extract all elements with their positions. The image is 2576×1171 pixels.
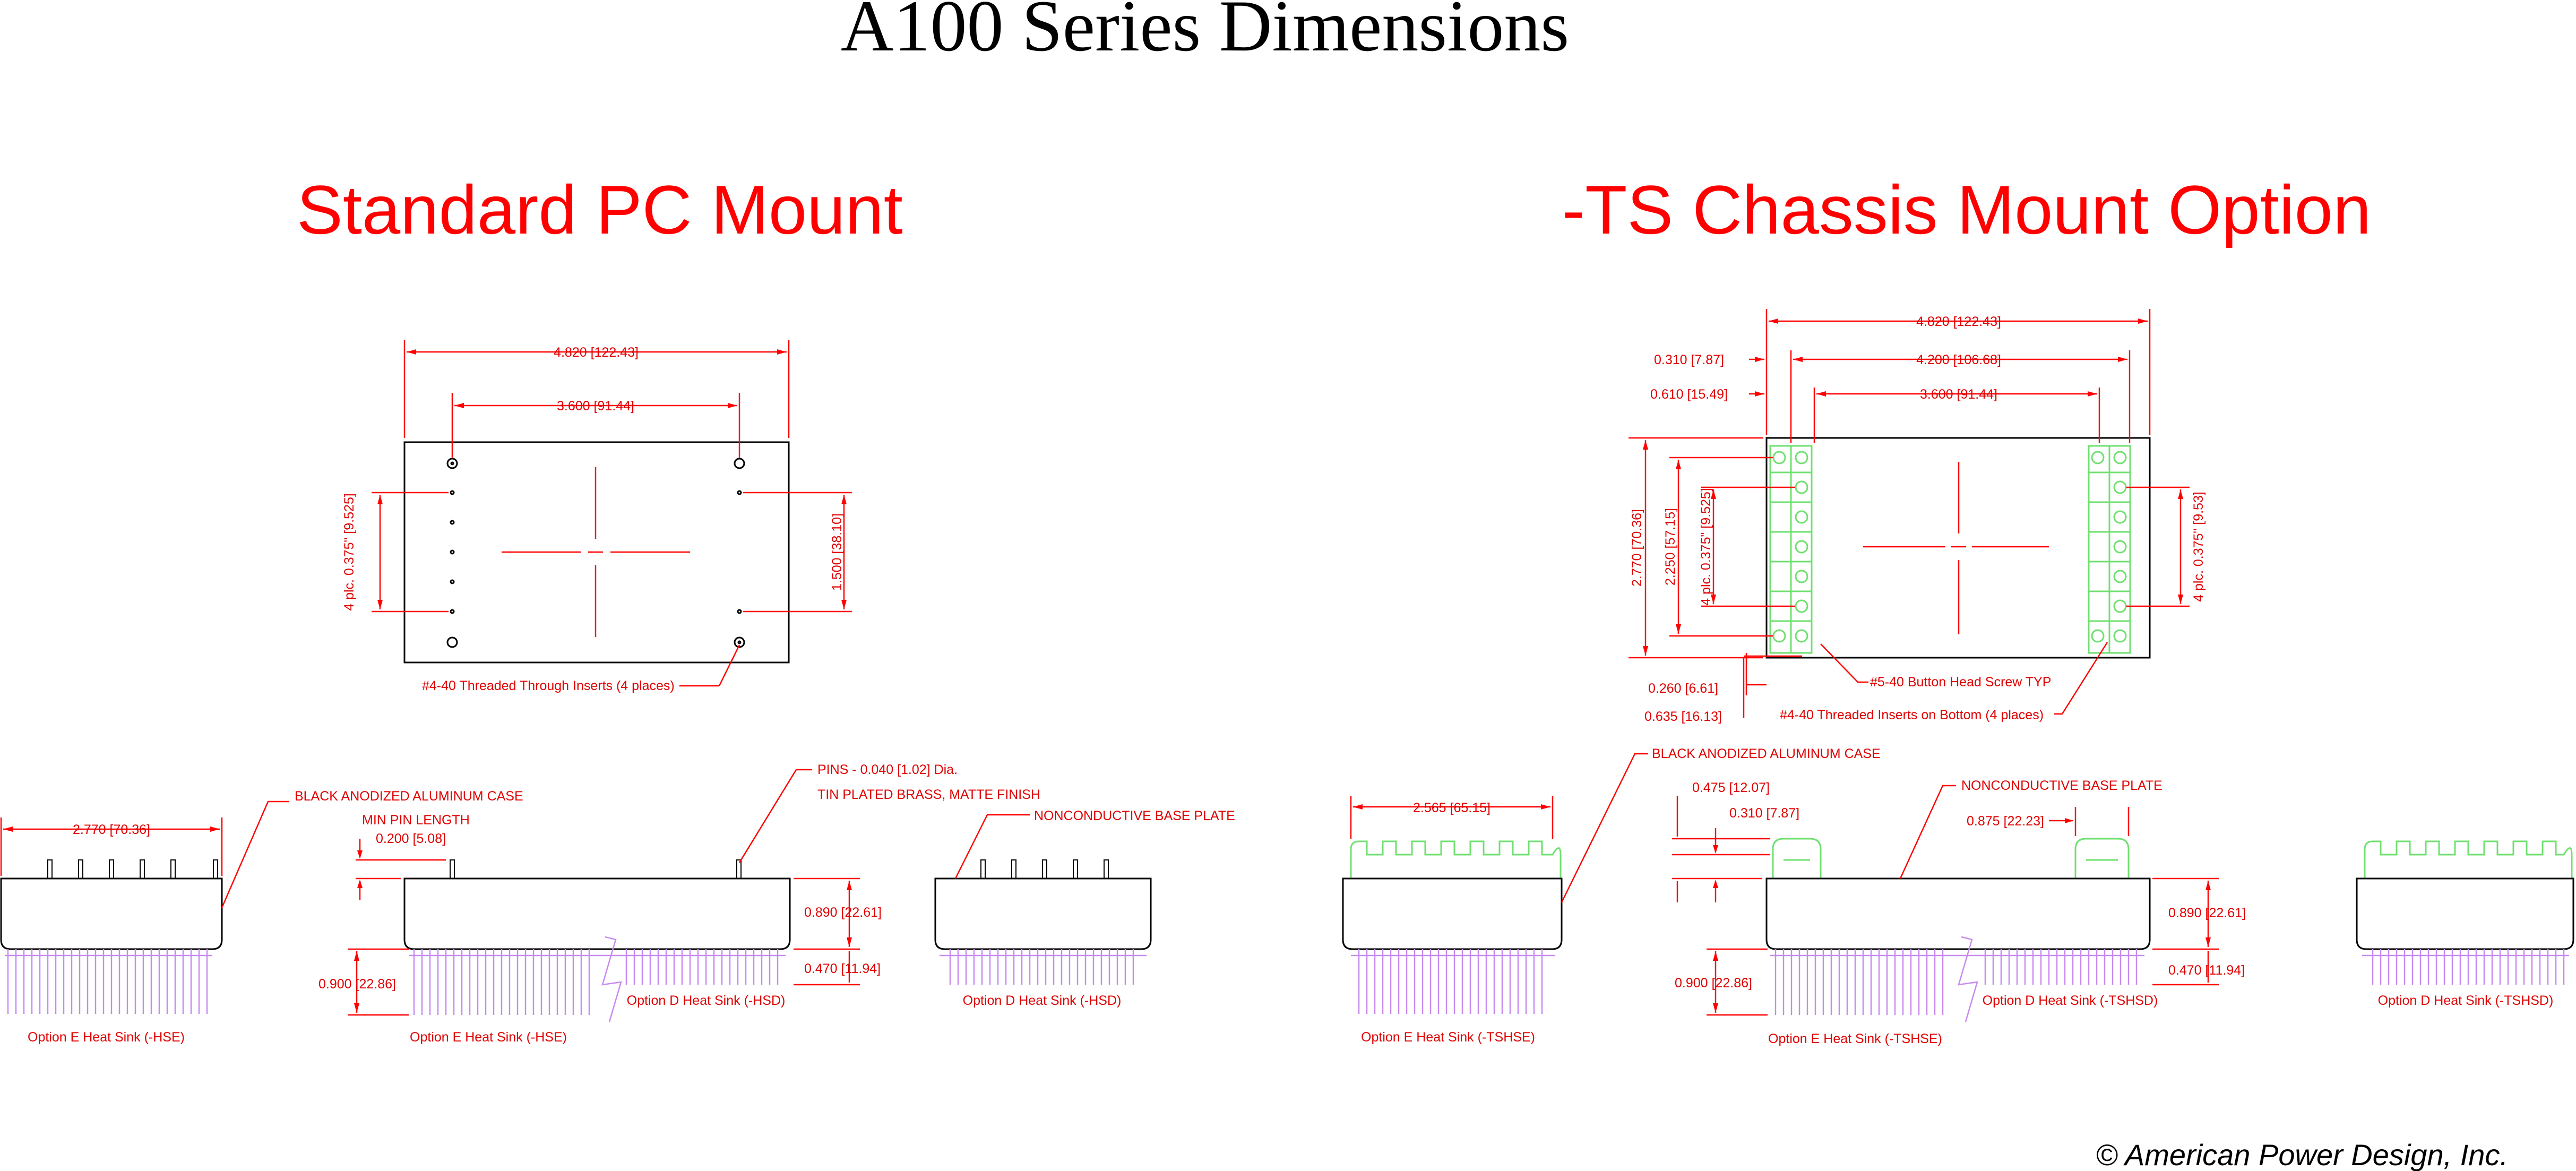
ts-terminal-strip-right (2088, 445, 2131, 654)
ts-top-width-overall: 4.820 [122.43] (1916, 314, 2001, 329)
ts-hse-label-a: Option E Heat Sink (-TSHSE) (1361, 1030, 1535, 1045)
ts-top-screw-note: #5-40 Button Head Screw TYP (1870, 675, 2051, 690)
section-title-standard: Standard PC Mount (297, 171, 903, 248)
ts-side-view: 0.475 [12.07] 0.310 [7.87] NONCONDUCTIVE… (1672, 778, 2246, 1046)
ts-terminal-strip-left (1769, 445, 1813, 654)
ts-end-view: 2.565 [65.15] BLACK ANODIZED ALUMINUM CA… (1342, 746, 1881, 1045)
ts-top-width-4200: 4.200 [106.68] (1916, 352, 2001, 367)
ts-top-inserts-note: #4-40 Threaded Inserts on Bottom (4 plac… (1780, 708, 2044, 722)
pc-top-hole (734, 458, 745, 469)
pc-top-view: 4.820 [122.43] 3.600 [91.44] 4 plc. 0.37… (342, 340, 852, 693)
ts-top-dim-0610: 0.610 [15.49] (1650, 387, 1728, 402)
ts-dim-0900: 0.900 [22.86] (1675, 976, 1752, 991)
pc-top-hole (446, 636, 458, 648)
pc-top-width-overall: 4.820 [122.43] (554, 345, 639, 360)
pc-top-inserts-note: #4-40 Threaded Through Inserts (4 places… (422, 678, 675, 693)
pc-min-pin-value: 0.200 [5.08] (376, 831, 446, 846)
section-title-chassis: -TS Chassis Mount Option (1562, 171, 2371, 248)
pc-top-outline (403, 441, 790, 664)
ts-end-width: 2.565 [65.15] (1413, 800, 1491, 815)
pc-pins-note: PINS - 0.040 [1.02] Dia. (817, 762, 958, 777)
ts-dim-0470: 0.470 [11.94] (2168, 963, 2245, 978)
pc-case-note: BLACK ANODIZED ALUMINUM CASE (295, 789, 523, 804)
ts-hsd-label-b: Option D Heat Sink (-TSHSD) (2378, 993, 2554, 1008)
ts-top-height-2250: 2.250 [57.15] (1663, 508, 1678, 586)
ts-top-pitch-right: 4 plc. 0.375" [9.53] (2191, 492, 2206, 602)
pc-base-note: NONCONDUCTIVE BASE PLATE (1034, 808, 1235, 823)
pc-top-hole (446, 458, 458, 469)
pc-hsd-label-b: Option D Heat Sink (-HSD) (963, 993, 1122, 1008)
pc-pins-finish: TIN PLATED BRASS, MATTE FINISH (817, 787, 1040, 802)
ts-hse-label-b: Option E Heat Sink (-TSHSE) (1768, 1031, 1942, 1046)
ts-dim-0875: 0.875 [22.23] (1967, 814, 2044, 829)
ts-base-note: NONCONDUCTIVE BASE PLATE (1961, 778, 2163, 793)
pc-top-hole (734, 636, 745, 648)
ts-case-note: BLACK ANODIZED ALUMINUM CASE (1652, 746, 1881, 761)
pc-top-pins (450, 490, 742, 614)
page-title: A100 Series Dimensions (841, 0, 1569, 66)
ts-dim-0310: 0.310 [7.87] (1729, 806, 1799, 821)
pc-hse-label-a: Option E Heat Sink (-HSE) (28, 1030, 185, 1045)
ts-top-dim-0635: 0.635 [16.13] (1644, 709, 1722, 724)
pc-end-width: 2.770 [70.36] (73, 822, 150, 837)
copyright: © American Power Design, Inc. (2096, 1138, 2508, 1171)
pc-dim-0470: 0.470 [11.94] (804, 961, 881, 976)
ts-top-height-2770: 2.770 [70.36] (1630, 509, 1644, 587)
pc-dim-0900: 0.900 [22.86] (318, 977, 396, 992)
ts-end-view-hsd: Option D Heat Sink (-TSHSD) (2356, 840, 2574, 1008)
ts-dim-0475: 0.475 [12.07] (1692, 780, 1770, 795)
pc-min-pin-label: MIN PIN LENGTH (362, 813, 470, 828)
ts-top-outline (1765, 437, 2151, 659)
ts-top-dim-0260: 0.260 [6.61] (1648, 681, 1718, 696)
pc-top-pitch-left: 4 plc. 0.375" [9.525] (342, 493, 357, 611)
pc-end-view-hsd: NONCONDUCTIVE BASE PLATE Option D Heat S… (934, 808, 1235, 1008)
ts-top-pitch-left: 4 plc. 0.375" [9.525] (1699, 488, 1713, 606)
ts-hsd-label-a: Option D Heat Sink (-TSHSD) (1983, 993, 2158, 1008)
pc-end-view: 2.770 [70.36] BLACK ANODIZED ALUMINUM CA… (0, 789, 523, 1045)
ts-top-dim-0310: 0.310 [7.87] (1654, 352, 1724, 367)
pc-hsd-label-a: Option D Heat Sink (-HSD) (627, 993, 786, 1008)
pc-side-view: MIN PIN LENGTH 0.200 [5.08] PINS - 0.040… (318, 762, 1040, 1045)
ts-top-view: 4.820 [122.43] 4.200 [106.68] 3.600 [91.… (1629, 309, 2206, 724)
pc-top-height-right: 1.500 [38.10] (830, 513, 845, 591)
pc-hse-label-b: Option E Heat Sink (-HSE) (410, 1030, 567, 1045)
ts-top-width-3600: 3.600 [91.44] (1920, 387, 1997, 402)
pc-dim-0890: 0.890 [22.61] (804, 905, 882, 920)
pc-top-width-inner: 3.600 [91.44] (557, 399, 634, 414)
ts-dim-0890: 0.890 [22.61] (2168, 906, 2246, 920)
